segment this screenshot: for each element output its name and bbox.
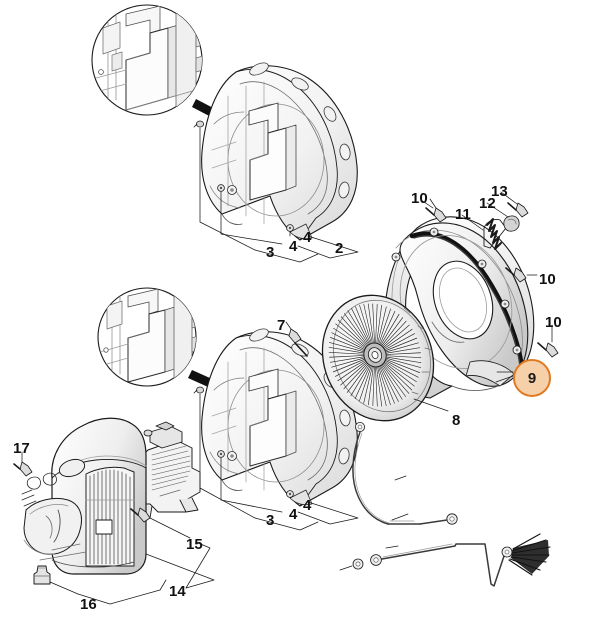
screw-10-top	[425, 198, 447, 223]
callout-4-lower-a: 4	[289, 506, 298, 523]
callout-11: 11	[455, 206, 471, 223]
fastener-3-lower	[193, 386, 204, 394]
callout-17: 17	[13, 440, 30, 457]
screw-10-right	[505, 267, 538, 283]
callout-14: 14	[169, 583, 186, 600]
screw-15	[130, 507, 191, 539]
fastener-4-lower-a	[217, 450, 225, 458]
fan-wheel	[321, 294, 449, 422]
fastener-4-lower-b	[286, 490, 294, 498]
callout-4-upper-b: 4	[303, 229, 312, 246]
callout-10-right: 10	[539, 271, 556, 288]
engine-cover	[21, 417, 147, 575]
fastener-3-upper	[193, 120, 204, 128]
callout-15: 15	[186, 536, 203, 553]
screw-10-bottom	[537, 324, 559, 358]
fastener-4-upper-b	[286, 224, 294, 232]
callout-8: 8	[452, 412, 461, 429]
spring-11	[461, 214, 507, 250]
cap-12	[486, 202, 520, 232]
callout-16: 16	[80, 596, 97, 613]
callout-3-upper: 3	[266, 244, 275, 261]
hardware-group-fan-housing	[420, 191, 559, 358]
grommet-16	[33, 565, 79, 595]
callout-2: 2	[335, 240, 344, 257]
callout-13: 13	[491, 183, 508, 200]
bracket-lines	[77, 541, 215, 605]
callout-4-lower-b: 4	[303, 497, 312, 514]
callout-7: 7	[277, 317, 286, 334]
callout-4-upper-a: 4	[289, 238, 298, 255]
screw-13	[500, 191, 529, 218]
highlighted-part-badge-9[interactable]: 9	[513, 359, 551, 397]
starter-cable-upper	[352, 421, 458, 525]
callout-10-bottom: 10	[545, 314, 562, 331]
fastener-4-upper-a	[217, 184, 225, 192]
screw-17	[13, 451, 33, 477]
callout-12: 12	[479, 195, 496, 212]
callout-3-lower: 3	[266, 512, 275, 529]
blower-housing-upper-assembly	[193, 62, 359, 263]
callout-10-top: 10	[411, 190, 428, 207]
blower-housing-lower-assembly	[193, 321, 359, 531]
starter-cable-lower	[339, 533, 551, 587]
screw-7	[285, 321, 308, 357]
